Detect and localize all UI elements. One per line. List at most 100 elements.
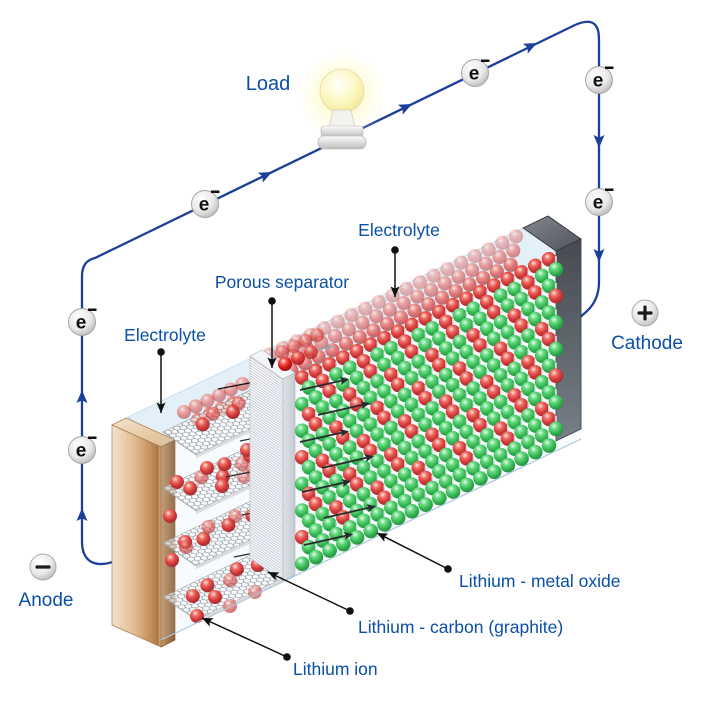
lithium-ion-sphere	[465, 263, 480, 278]
wire-path	[80, 20, 601, 566]
lithium-ion-sphere	[440, 262, 455, 277]
lithium-ion-sphere	[338, 336, 354, 351]
arrowhead	[257, 172, 272, 183]
metal-oxide-sphere	[294, 556, 310, 572]
metal-oxide-sphere	[500, 457, 516, 473]
lithium-ion-sphere	[423, 282, 439, 298]
metal-oxide-sphere	[322, 543, 337, 558]
bulb-globe	[319, 68, 365, 114]
metal-oxide-sphere	[308, 549, 324, 565]
lithium-ion-sphere	[223, 573, 238, 588]
ion-insertion-line	[317, 403, 367, 416]
electron-circle	[68, 436, 96, 464]
metal-oxide-sphere	[432, 490, 447, 506]
arrowhead	[339, 429, 349, 437]
arrowhead	[156, 402, 166, 413]
lithium-ion-sphere	[467, 248, 482, 264]
electron-minus-bar	[481, 59, 490, 62]
lattice-row	[294, 299, 557, 439]
lattice-row	[294, 432, 557, 572]
electron-letter: e	[199, 195, 210, 216]
plus-terminal	[631, 299, 659, 327]
lithium-ion-sphere	[341, 322, 356, 337]
leader-line	[201, 617, 288, 658]
metal-oxide-sphere	[548, 262, 564, 277]
lithium-ion-sphere	[196, 532, 211, 546]
lattice-row	[301, 309, 564, 449]
lithium-ion-sphere	[508, 229, 524, 244]
lithium-ion-sphere	[188, 399, 203, 414]
leader-dot	[346, 607, 354, 615]
lithium-ion-sphere	[481, 242, 496, 257]
leader	[201, 617, 291, 661]
lithium-ion-sphere	[407, 303, 422, 318]
lithium-ion-sphere	[215, 479, 229, 493]
lithium-ion-sphere	[382, 302, 397, 317]
porous-separator	[249, 349, 296, 582]
lithium-ion-sphere	[201, 519, 216, 534]
lithium-ion-sphere	[506, 243, 521, 258]
arrowhead	[522, 43, 537, 54]
lithium-ion-sphere	[310, 328, 325, 343]
lattice-row	[301, 282, 564, 422]
electron-letter: e	[469, 64, 480, 85]
lithium-ion-sphere	[352, 329, 367, 345]
ion-insertion-line	[321, 456, 371, 469]
lithium-ion-sphere	[548, 288, 564, 304]
electron-minus-bar	[211, 190, 220, 193]
electron-circle	[68, 308, 96, 336]
graphite-sheet-edge	[196, 577, 285, 624]
leader-dot	[391, 246, 399, 254]
ion-insertion-line	[299, 431, 346, 443]
lithium-ion-sphere	[330, 314, 345, 329]
arrowhead	[202, 618, 214, 627]
leader-dot	[268, 297, 276, 305]
lithium-ion-sphere	[393, 310, 408, 325]
labels: Load Electrolyte Porous separator Electr…	[19, 73, 683, 679]
lithium-ion-sphere	[248, 585, 262, 599]
label-lithium-ion: Lithium ion	[293, 659, 378, 679]
label-porous-separator: Porous separator	[215, 272, 349, 292]
leader	[267, 571, 354, 615]
leader-dot	[283, 653, 291, 661]
lithium-ion-sphere	[380, 316, 395, 332]
ion-insertion-line	[323, 506, 373, 519]
electron-circle	[461, 59, 489, 87]
lithium-ion-sphere	[205, 406, 220, 421]
label-load: Load	[246, 73, 291, 95]
metal-oxide-sphere	[445, 484, 461, 499]
leader	[267, 297, 277, 368]
label-electrolyte-top: Electrolyte	[358, 220, 440, 240]
lithium-ion-sphere	[200, 578, 215, 593]
electron-symbol: e	[585, 66, 614, 94]
lithium-ion-sphere	[355, 315, 370, 330]
metal-oxide-sphere	[390, 510, 406, 526]
electron-circle	[585, 188, 613, 216]
electron-minus-bar	[605, 66, 614, 69]
bulb-collar	[320, 125, 364, 138]
lithium-ion-sphere	[223, 599, 237, 613]
arrowhead	[76, 508, 88, 521]
lithium-ion-sphere	[366, 323, 381, 338]
electron-symbol: e	[68, 436, 97, 464]
lithium-ion-sphere	[327, 328, 343, 344]
metal-oxide-sphere	[527, 444, 543, 460]
arrowhead	[593, 135, 605, 148]
lithium-ion-sphere	[229, 562, 244, 577]
label-lithium-carbon-graphite: Lithium - carbon (graphite)	[358, 617, 563, 637]
lithium-ion-sphere	[163, 509, 177, 523]
lithium-ion-sphere	[448, 283, 463, 299]
arrowhead	[339, 377, 349, 385]
electron-circle	[585, 66, 613, 94]
label-lithium-metal-oxide: Lithium - metal oxide	[459, 571, 620, 591]
electrolyte-box-front-face	[161, 239, 581, 640]
electron-letter: e	[76, 313, 87, 334]
battery-cell	[111, 215, 582, 648]
anode-front-face	[111, 424, 162, 648]
lithium-ion-sphere	[179, 540, 193, 554]
electron-symbol: e	[191, 190, 220, 218]
electron-minus-bar	[88, 308, 97, 311]
leader-line	[267, 571, 351, 612]
